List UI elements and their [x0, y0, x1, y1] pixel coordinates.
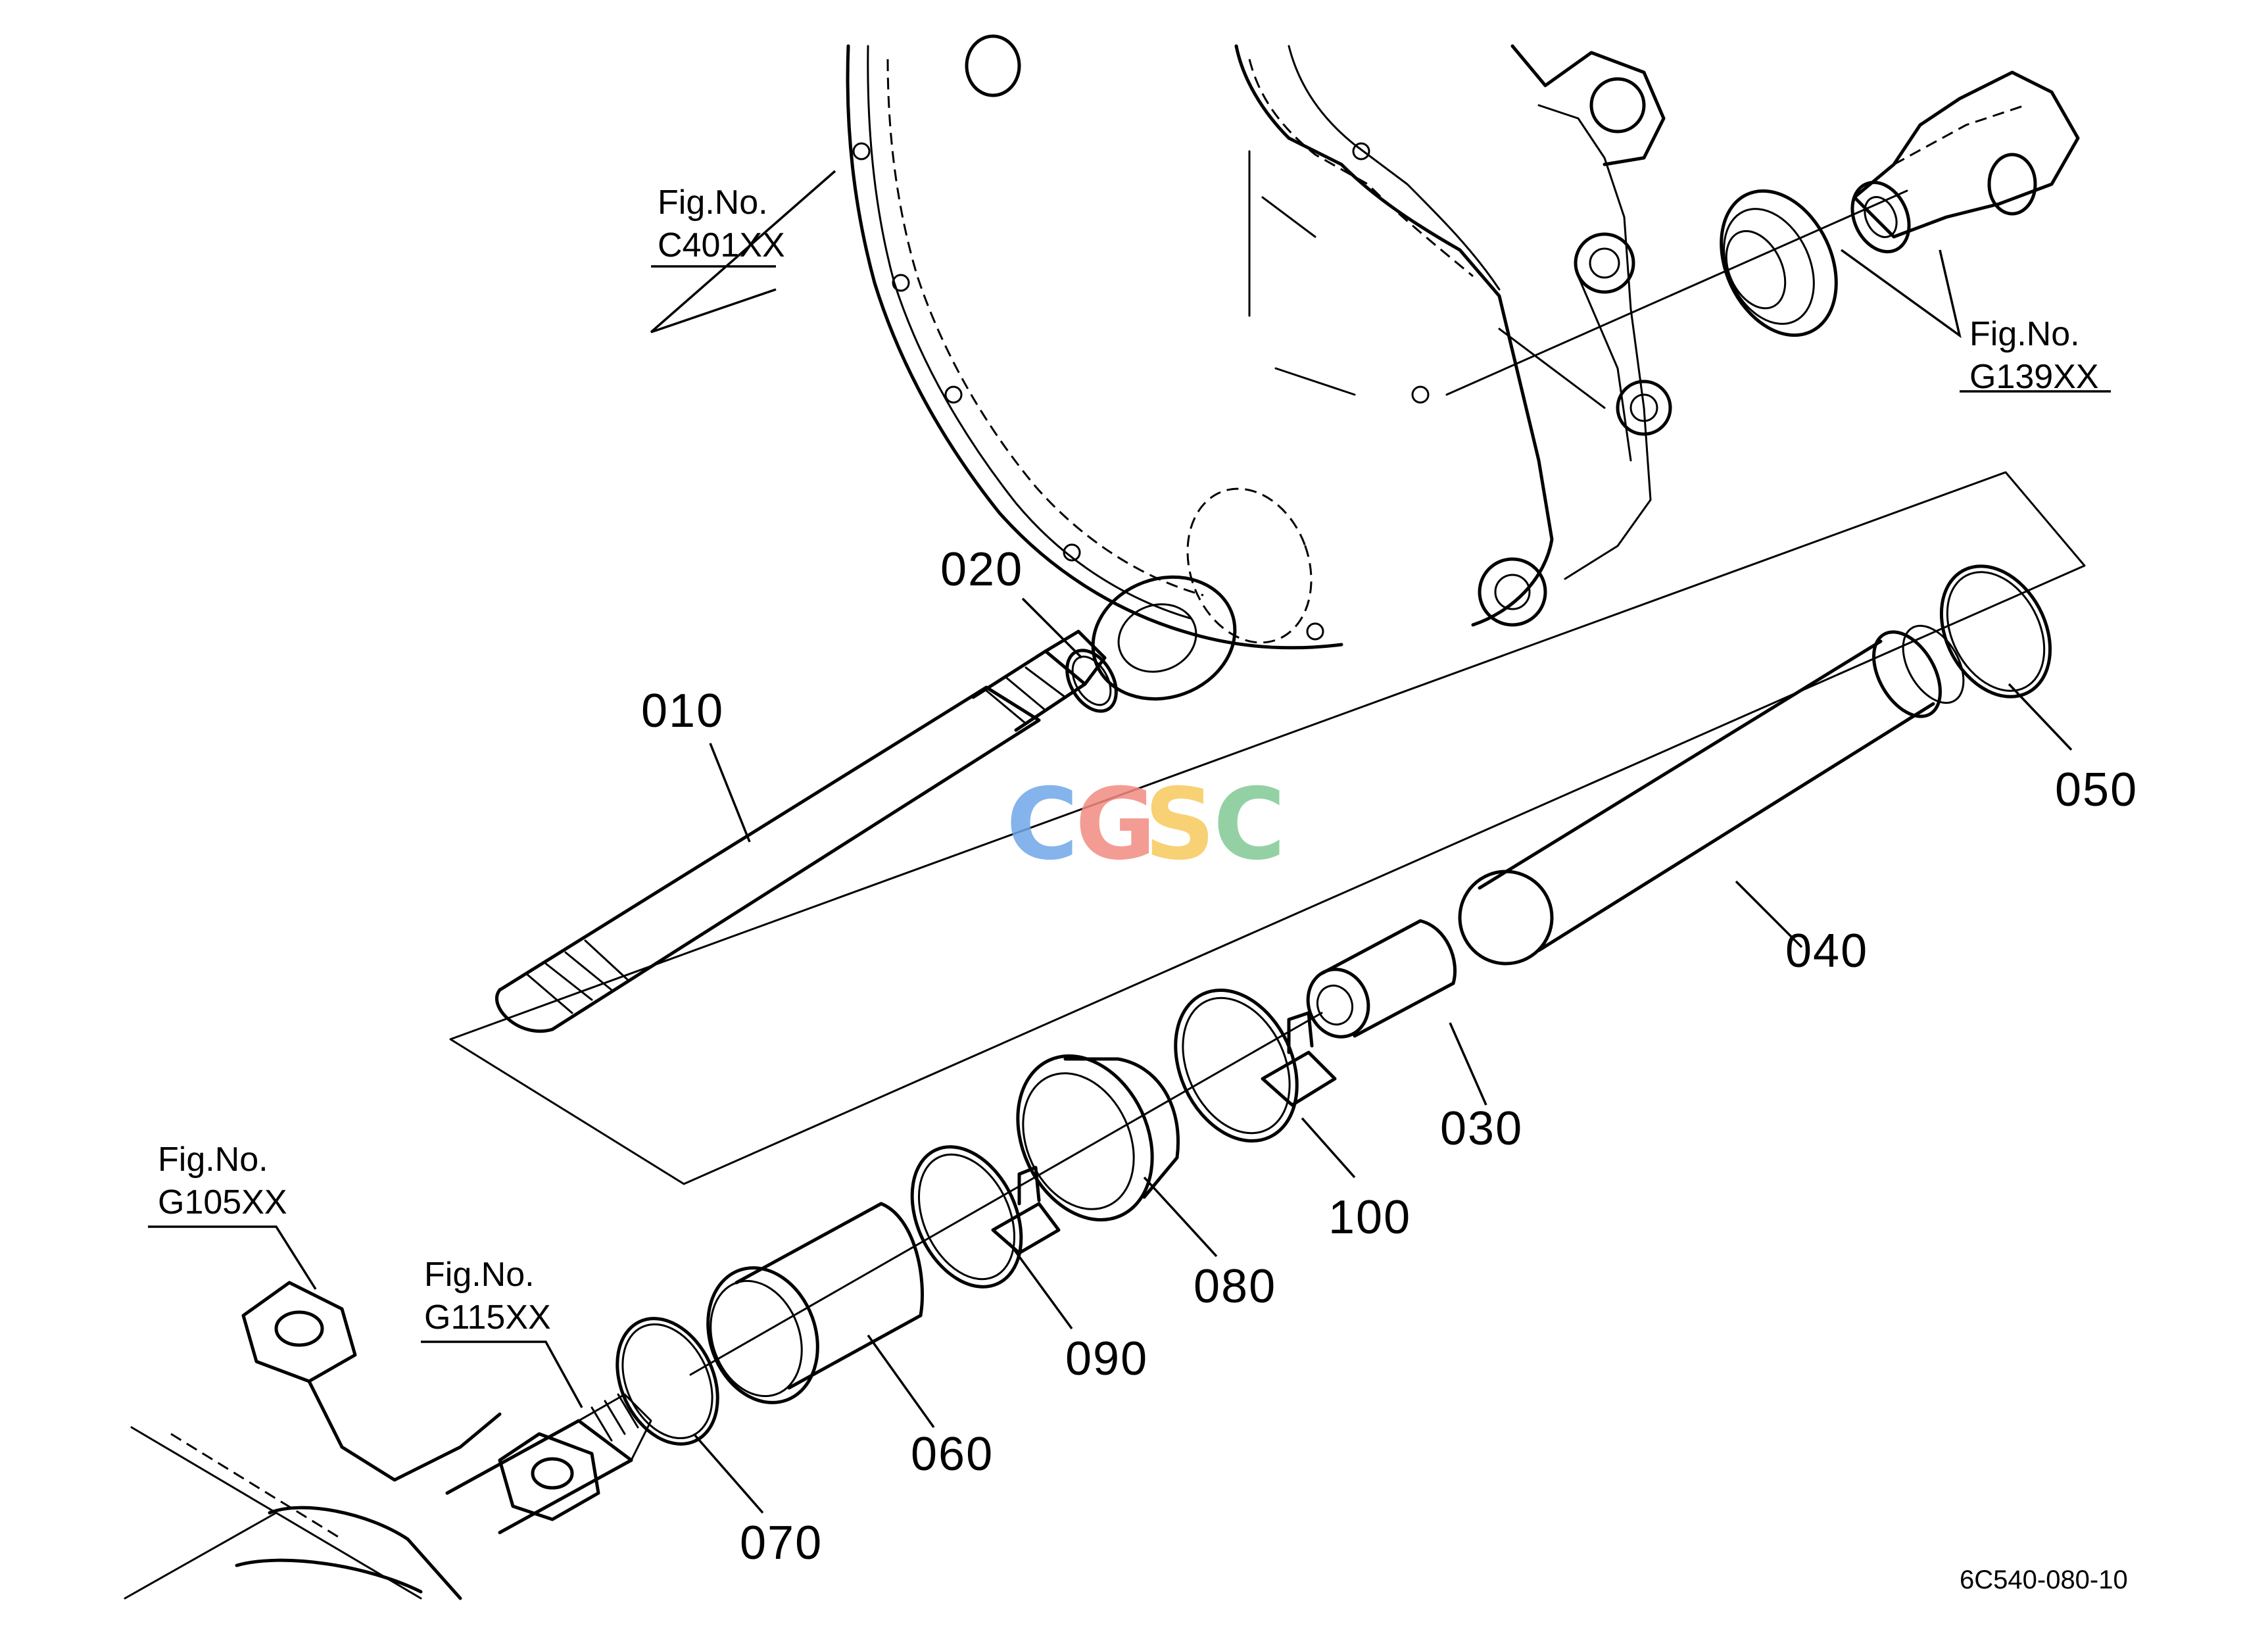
cgsc-watermark: C G S C [1006, 768, 1286, 882]
part-label-030: 030 [1440, 1102, 1523, 1155]
fig-ref-g139xx: Fig.No. G139XX [1969, 315, 2099, 396]
drawing-code: 6C540-080-10 [1960, 1565, 2128, 1594]
fig-ref-c401xx: Fig.No. C401XX [658, 184, 785, 264]
fig-ref-g115xx: Fig.No. G115XX [424, 1256, 551, 1337]
leader-lines [148, 170, 2111, 1514]
part-label-040: 040 [1785, 925, 1868, 977]
fig-ref-prefix: Fig.No. [1969, 315, 2080, 353]
assembly-frame [449, 471, 2086, 1185]
watermark-letter: G [1075, 768, 1156, 882]
coupling-030 [1306, 919, 1457, 1039]
watermark-letter: S [1144, 768, 1215, 882]
front-axle-housing [124, 1281, 652, 1600]
axis-line-upper [1445, 189, 1908, 396]
shaft-010 [495, 629, 1107, 1033]
fig-ref-prefix: Fig.No. [658, 184, 768, 222]
part-label-100: 100 [1328, 1191, 1411, 1244]
axis-line-lower [689, 1012, 1323, 1376]
boot-080 [1016, 1054, 1180, 1221]
part-label-060: 060 [911, 1428, 994, 1481]
part-label-090: 090 [1065, 1333, 1148, 1385]
transmission-housing [846, 34, 1672, 701]
hose-clamp-090 [910, 1145, 1061, 1289]
part-label-020: 020 [940, 543, 1023, 596]
part-label-050: 050 [2055, 764, 2138, 816]
o-ring-050 [1939, 564, 2052, 699]
part-label-070: 070 [740, 1517, 823, 1569]
fig-ref-number: G115XX [424, 1298, 551, 1337]
tube-060 [706, 1202, 924, 1404]
watermark-letter: C [1213, 768, 1286, 882]
o-ring-070 [615, 1317, 719, 1446]
snap-ring-020 [1065, 649, 1118, 713]
fig-ref-prefix: Fig.No. [158, 1141, 268, 1179]
part-label-080: 080 [1194, 1260, 1276, 1313]
fig-ref-prefix: Fig.No. [424, 1256, 535, 1294]
fig-ref-number: C401XX [658, 226, 785, 264]
part-label-010: 010 [641, 685, 724, 737]
bearing-and-joint [1720, 70, 2080, 337]
watermark-letter: C [1006, 768, 1078, 882]
tube-040 [1458, 624, 1965, 966]
fig-ref-g105xx: Fig.No. G105XX [158, 1141, 287, 1221]
fig-ref-number: G139XX [1969, 358, 2099, 396]
fig-ref-number: G105XX [158, 1183, 287, 1221]
